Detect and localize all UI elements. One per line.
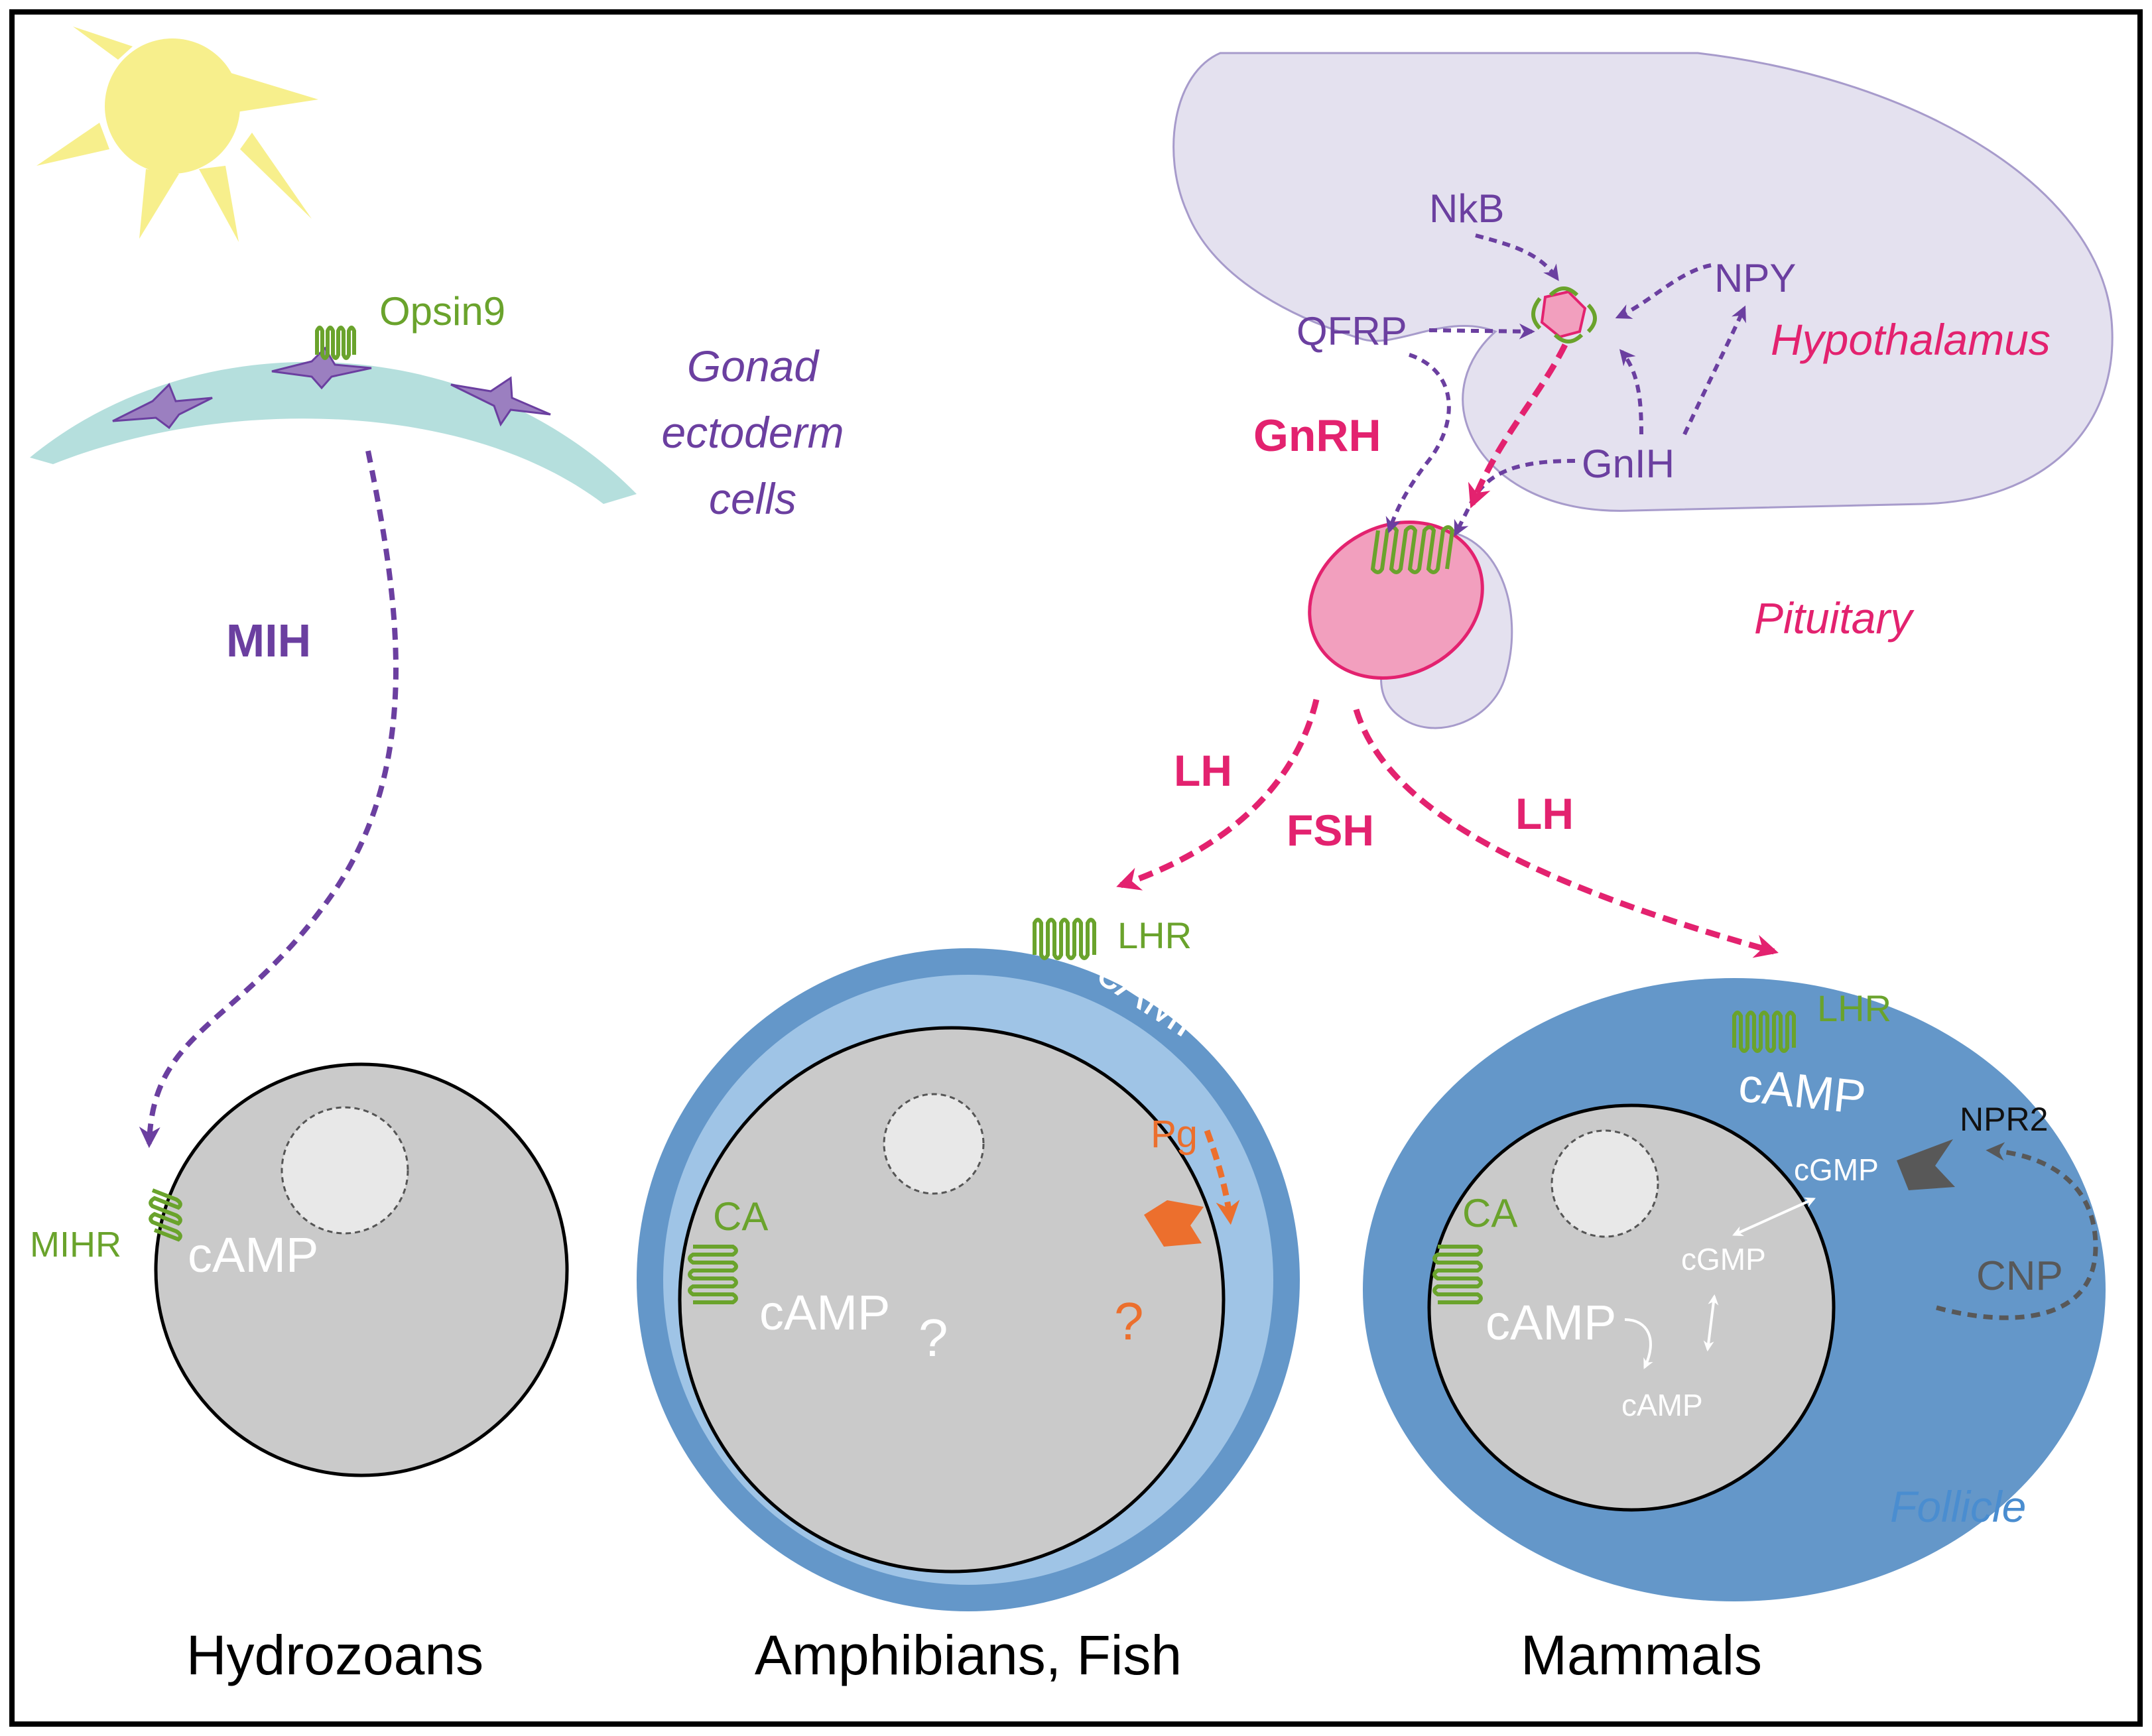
hydrozoan-nucleus [281,1106,409,1235]
cgmp-outer-label: cGMP [1794,1152,1879,1187]
mammal-camp-big-label: cAMP [1486,1295,1616,1350]
gnih-to-gnrh-arrow [1619,349,1643,435]
lh-fsh-left-arrow [1116,698,1320,891]
sun-icon [36,27,318,242]
fish-lhr-label: LHR [1117,914,1192,956]
ectoderm-cell [112,346,551,430]
fish-lhr-receptor-icon [1033,918,1096,960]
mihr-receptor-icon [149,1188,182,1242]
gnrh-label: GnRH [1253,410,1381,461]
mammal-camp-small-label: cAMP [1621,1388,1703,1422]
lh-left-label: LH [1174,746,1232,795]
white-question-mark: ? [918,1308,948,1367]
gnih-label: GnIH [1582,442,1675,486]
fish-nucleus [883,1093,985,1195]
fish-ca-receptor-icon [688,1245,738,1304]
hypothalamus-label: Hypothalamus [1771,315,2051,364]
gnrh-arrow [1468,343,1568,509]
cnp-to-npr2-arrow [1936,1142,2098,1320]
qfrp-to-gnrh-arrow [1428,323,1535,340]
mih-label: MIH [226,615,311,666]
gonad-label-line3: cells [709,474,796,523]
cgmp-transfer-arrow [1732,1197,1816,1237]
caption-hydrozoans: Hydrozoans [186,1624,483,1686]
fish-camp-oocyte-label: cAMP [759,1285,890,1340]
lh-right-label: LH [1515,789,1574,838]
opsin9-receptor-icon [315,326,356,360]
qfrp-to-pituitary-arrow [1385,353,1451,534]
gonad-label-line1: Gonad [687,341,820,391]
mammal-lhr-label: LHR [1817,987,1891,1029]
fsh-label: FSH [1287,806,1374,855]
gonad-label-line2: ectoderm [661,408,844,457]
fish-oocyte [678,1026,1226,1574]
orange-question-mark: ? [1114,1292,1144,1351]
pg-label: Pg [1151,1113,1198,1156]
npy-label: NPY [1714,256,1796,300]
mammal-camp-follicle-label: cAMP [1736,1058,1868,1125]
cgmp-inner-label: cGMP [1681,1242,1766,1276]
hydrozoan-oocyte [154,1062,569,1477]
opsin9-label: Opsin9 [379,289,505,334]
npr2-label: NPR2 [1960,1101,2048,1138]
mammal-ca-receptor-icon [1432,1245,1483,1304]
caption-amphibians-fish: Amphibians, Fish [755,1624,1182,1686]
gonad-ectoderm-label: Gonad ectoderm cells [661,341,844,523]
nkb-arrow [1475,233,1559,281]
pg-arrow [1204,1129,1240,1225]
hydrozoan-camp-label: cAMP [188,1227,318,1282]
cgmp-camp-exchange-arrow [1703,1294,1719,1352]
qfrp-label: QFRP [1297,309,1407,353]
nkb-label: NkB [1429,186,1504,231]
mihr-label: MIHR [30,1225,121,1265]
gnrh-neuron-icon [1531,286,1597,343]
caption-mammals: Mammals [1521,1624,1762,1686]
gnih-to-npy-arrow [1682,305,1746,436]
mammal-ca-label: CA [1462,1191,1517,1235]
camp-hydrolysis-arrow [1624,1318,1653,1369]
npr2-receptor-icon [1897,1139,1955,1190]
lh-right-arrow [1353,708,1779,958]
cnp-label: CNP [1976,1253,2063,1299]
pituitary-label: Pituitary [1754,593,1915,643]
follicle-label: Follicle [1890,1482,2026,1531]
fish-ca-label: CA [713,1194,768,1239]
mih-arrow [139,450,399,1148]
hypothalamus-shape [1172,52,2114,512]
progesterone-receptor-icon [1144,1200,1204,1247]
mammal-nucleus [1551,1129,1659,1238]
mammal-lhr-receptor-icon [1732,1011,1796,1053]
